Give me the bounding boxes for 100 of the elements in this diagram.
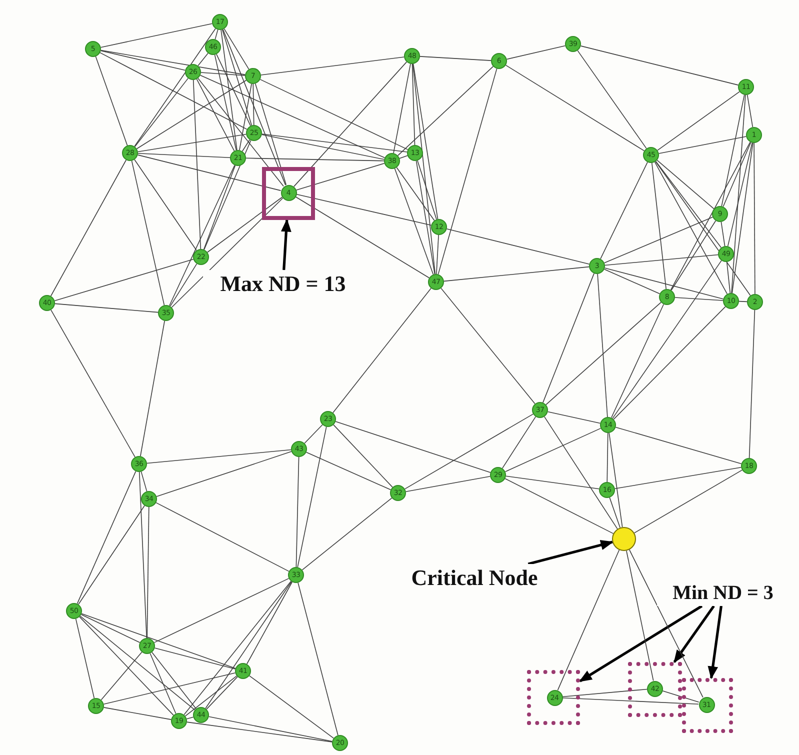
network-link	[608, 432, 623, 528]
network-link	[731, 94, 746, 294]
network-link	[254, 83, 287, 186]
network-link	[192, 80, 202, 250]
network-link	[420, 56, 492, 61]
critical-node	[612, 527, 636, 551]
network-link	[674, 297, 724, 301]
network-link	[726, 262, 731, 294]
network-link	[438, 68, 498, 275]
network-link	[293, 62, 408, 187]
network-link	[412, 64, 416, 146]
network-link	[136, 80, 247, 150]
network-link	[134, 159, 197, 251]
network-link	[306, 452, 392, 490]
network-link	[242, 139, 250, 152]
network-link	[198, 52, 208, 66]
network-link	[746, 94, 754, 128]
network-link	[404, 414, 534, 490]
network-link	[504, 428, 602, 472]
network-link	[562, 688, 648, 698]
network-link	[393, 63, 411, 154]
network-link	[296, 456, 300, 568]
network-link	[137, 154, 282, 191]
network-link	[580, 46, 739, 86]
network-link	[738, 300, 748, 302]
arrow	[578, 604, 703, 682]
network-link	[50, 160, 127, 296]
network-link	[333, 424, 393, 488]
network-link	[505, 64, 645, 152]
network-link	[222, 29, 286, 186]
network-link	[604, 216, 714, 264]
network-link	[652, 162, 666, 290]
network-link	[412, 64, 436, 274]
network-link	[138, 152, 230, 158]
network-link	[440, 288, 536, 404]
network-link	[208, 716, 333, 742]
network-link	[216, 54, 251, 126]
network-link	[131, 160, 165, 306]
network-link	[597, 274, 608, 418]
network-link	[298, 582, 338, 736]
network-link	[95, 56, 128, 146]
network-link	[296, 194, 432, 226]
network-link	[103, 707, 172, 720]
network-link	[54, 303, 158, 313]
network-link	[577, 50, 647, 149]
network-link	[100, 652, 142, 700]
network-link	[412, 64, 438, 220]
network-link	[50, 310, 136, 458]
network-link	[205, 581, 292, 709]
network-link	[146, 506, 150, 638]
network-link	[100, 52, 248, 130]
network-link	[200, 72, 246, 76]
network-link	[562, 697, 699, 705]
network-link	[655, 161, 751, 296]
network-link	[721, 94, 745, 207]
network-link	[184, 676, 238, 716]
network-link	[504, 478, 614, 534]
network-link	[262, 134, 408, 152]
network-link	[134, 28, 216, 147]
network-link	[79, 616, 174, 716]
network-link	[610, 304, 664, 418]
network-link	[184, 580, 292, 716]
arrow	[708, 606, 722, 680]
network-link	[670, 220, 716, 291]
network-link	[260, 56, 404, 76]
network-link	[417, 160, 437, 220]
network-link	[600, 162, 648, 260]
network-link	[614, 466, 742, 490]
network-link	[222, 29, 252, 126]
network-link	[168, 164, 236, 306]
network-link	[609, 497, 620, 528]
network-link	[332, 288, 432, 414]
network-link	[220, 30, 238, 150]
network-link	[396, 167, 435, 221]
network-link	[656, 160, 714, 210]
network-link	[171, 198, 284, 308]
network-link	[246, 158, 384, 162]
highlight-box	[682, 678, 733, 733]
highlight-box	[628, 662, 682, 717]
network-link	[335, 421, 491, 473]
arrow	[528, 540, 614, 566]
network-link	[154, 648, 236, 670]
network-link	[670, 142, 751, 290]
network-link	[246, 582, 293, 664]
arrow	[673, 605, 715, 664]
network-link	[628, 549, 704, 698]
network-link	[154, 578, 290, 643]
network-link	[206, 676, 238, 710]
network-link	[76, 470, 136, 604]
network-link	[186, 722, 332, 742]
network-link	[80, 616, 196, 710]
network-link	[138, 134, 246, 152]
network-link	[720, 222, 726, 246]
network-link	[444, 266, 590, 282]
network-link	[204, 140, 252, 250]
network-link	[75, 618, 95, 699]
network-link	[140, 471, 148, 492]
network-link	[634, 470, 742, 534]
network-link	[214, 54, 237, 151]
network-link	[134, 78, 188, 148]
